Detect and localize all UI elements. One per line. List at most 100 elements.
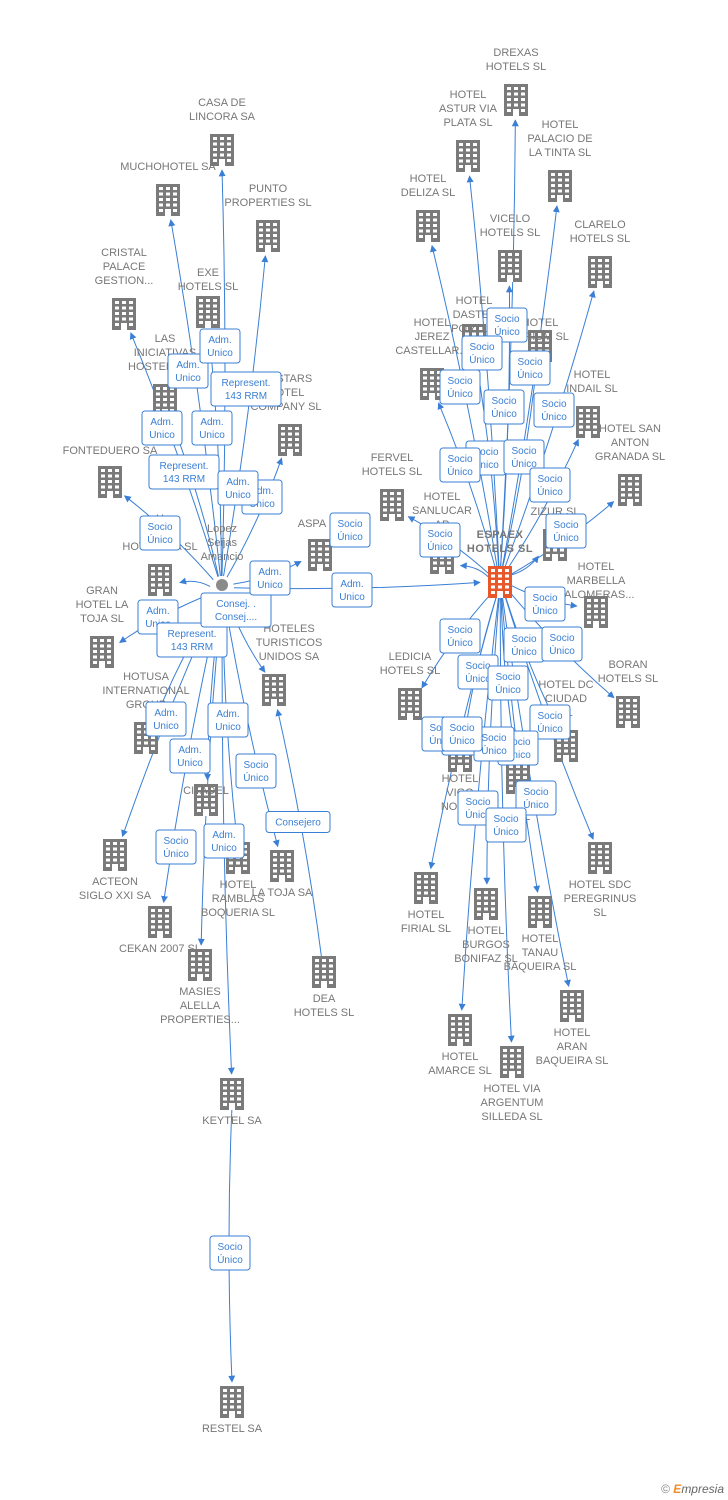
company-node-cristal[interactable]: CRISTALPALACEGESTION... bbox=[95, 247, 154, 330]
relation-label-text: 143 RRM bbox=[171, 642, 213, 653]
company-node-muchohotel[interactable]: MUCHOHOTEL SA bbox=[120, 161, 216, 216]
relation-label[interactable]: Adm.Unico bbox=[217, 470, 259, 506]
relation-label[interactable]: Represent.143 RRM bbox=[148, 454, 220, 490]
company-name-line: HOTEL bbox=[442, 773, 479, 785]
relation-label[interactable]: Adm.Unico bbox=[331, 572, 373, 608]
relation-label-text: Adm. bbox=[340, 579, 363, 590]
relation-label[interactable]: Adm.Unico bbox=[199, 328, 241, 364]
company-name-line: CITADEL bbox=[183, 785, 229, 797]
company-node-masies[interactable]: MASIESALELLAPROPERTIES... bbox=[160, 949, 240, 1026]
relation-label[interactable]: Adm.Unico bbox=[141, 410, 183, 446]
relation-label-box bbox=[145, 701, 187, 737]
company-name-line: SILLEDA SL bbox=[481, 1111, 542, 1123]
relation-label[interactable]: Adm.Unico bbox=[249, 560, 291, 596]
company-node-citadel[interactable]: CITADEL bbox=[183, 784, 229, 816]
company-node-la_toja[interactable]: LA TOJA SA bbox=[252, 850, 313, 899]
company-name-line: HOTEL bbox=[468, 925, 505, 937]
relation-label[interactable]: Consejero bbox=[265, 811, 331, 833]
relation-label[interactable]: Adm.Unico bbox=[203, 823, 245, 859]
relation-label[interactable]: Adm.Unico bbox=[191, 410, 233, 446]
relation-label[interactable]: Adm.Unico bbox=[207, 702, 249, 738]
company-node-fonteduero[interactable]: FONTEDUERO SA bbox=[63, 445, 158, 498]
relation-label[interactable]: Represent.143 RRM bbox=[156, 622, 228, 658]
company-node-jerez[interactable]: HOTELJEREZCASTELLAR... bbox=[395, 317, 469, 400]
company-name-line: MARBELLA bbox=[567, 575, 626, 587]
company-name-line: HOTEL bbox=[220, 879, 257, 891]
relation-label-text: Único bbox=[549, 644, 575, 657]
relation-label[interactable]: Adm.Unico bbox=[167, 353, 209, 389]
footer-brand[interactable]: © Empresia bbox=[661, 1482, 724, 1496]
company-node-cekan[interactable]: CEKAN 2007 SL bbox=[119, 906, 201, 955]
edge-espaex-to-astur bbox=[466, 175, 500, 571]
company-node-hotusa[interactable]: HOTUSAINTERNATIONALGROUP bbox=[102, 671, 190, 754]
relation-label[interactable]: Consej. .Consej.... bbox=[200, 592, 272, 628]
company-name-line: HOTEL SDC bbox=[569, 879, 632, 891]
company-node-aspa[interactable]: ASPA bbox=[298, 518, 332, 571]
company-name-line: ALELLA bbox=[180, 1000, 221, 1012]
relation-label-box bbox=[265, 811, 331, 833]
relation-label-box bbox=[541, 626, 583, 662]
relation-label-text: Único bbox=[511, 645, 537, 658]
relation-label[interactable]: Adm.Unico bbox=[169, 738, 211, 774]
relation-label[interactable]: Adm.Unico bbox=[145, 701, 187, 737]
company-node-keytel[interactable]: KEYTEL SA bbox=[202, 1078, 262, 1127]
company-node-marbella[interactable]: HOTELMARBELLAPALOMERAS... bbox=[558, 561, 635, 628]
relation-label-text: Único bbox=[481, 744, 507, 757]
company-node-restel[interactable]: RESTEL SA bbox=[202, 1386, 263, 1435]
relation-label[interactable]: Represent.143 RRM bbox=[210, 371, 282, 407]
